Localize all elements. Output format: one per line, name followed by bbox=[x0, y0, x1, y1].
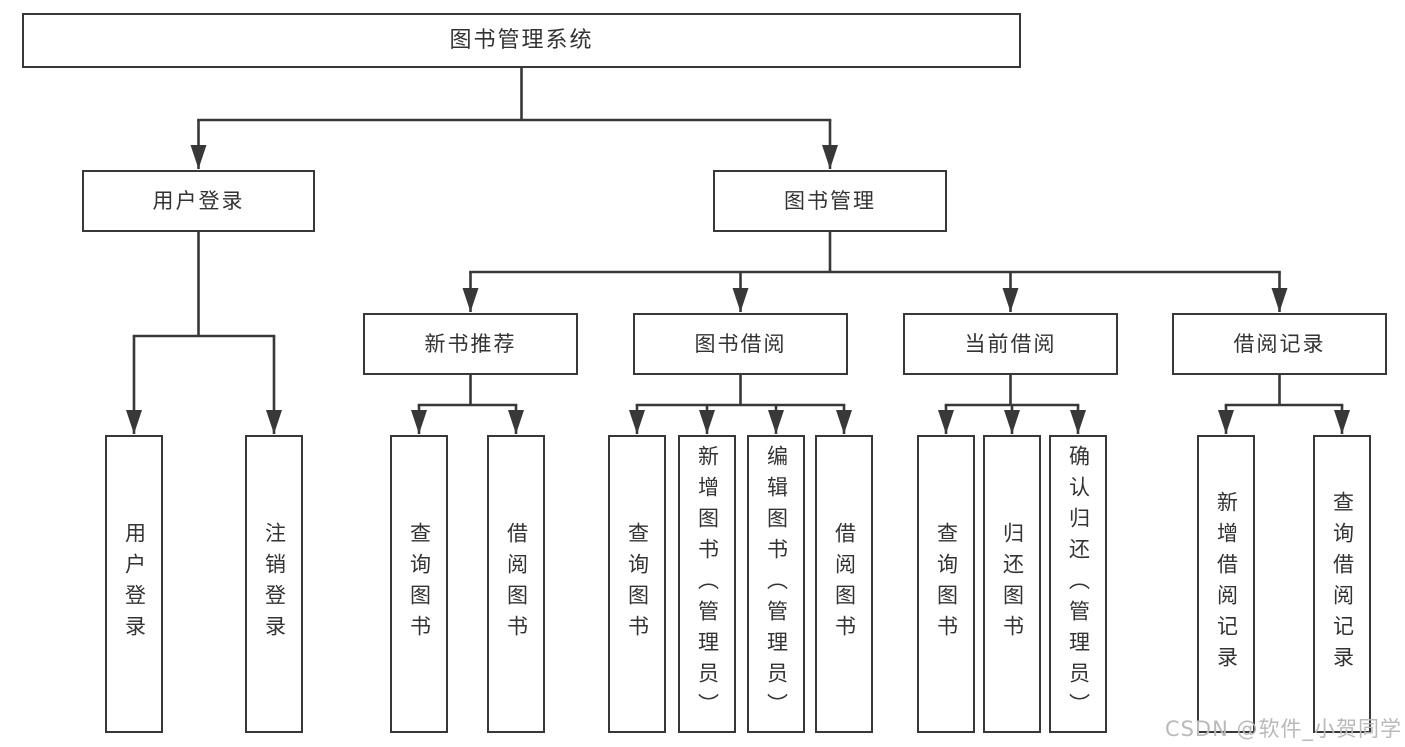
connector-borrowing-records-to-leaves bbox=[1218, 375, 1350, 434]
leaf-query-books: 查询图书 bbox=[390, 435, 448, 733]
node-library-system: 图书管理系统 bbox=[22, 13, 1021, 68]
connector-book-borrowing-to-leaves bbox=[629, 375, 852, 434]
node-book-borrowing: 图书借阅 bbox=[633, 313, 848, 375]
leaf-query-borrow-record: 查询借阅记录 bbox=[1313, 435, 1371, 733]
leaf-add-borrow-record: 新增借阅记录 bbox=[1197, 435, 1255, 733]
leaf-borrow-books: 借阅图书 bbox=[815, 435, 873, 733]
connector-current-borrowing-to-leaves bbox=[938, 375, 1086, 434]
leaf-query-books: 查询图书 bbox=[917, 435, 975, 733]
leaf-return-books: 归还图书 bbox=[983, 435, 1041, 733]
leaf-edit-books-admin: 编辑图书（管理员） bbox=[747, 435, 805, 733]
csdn-watermark: CSDN @软件_小贺同学 bbox=[1164, 717, 1402, 741]
leaf-logout: 注销登录 bbox=[245, 435, 303, 733]
leaf-query-books: 查询图书 bbox=[608, 435, 666, 733]
connector-new-book-recommend-to-leaves bbox=[411, 375, 524, 434]
leaf-user-login: 用户登录 bbox=[105, 435, 163, 733]
node-new-book-recommend: 新书推荐 bbox=[363, 313, 578, 375]
leaf-borrow-books: 借阅图书 bbox=[487, 435, 545, 733]
leaf-confirm-return-admin: 确认归还（管理员） bbox=[1049, 435, 1107, 733]
node-current-borrowing: 当前借阅 bbox=[903, 313, 1118, 375]
node-book-management: 图书管理 bbox=[713, 170, 947, 232]
node-borrowing-records: 借阅记录 bbox=[1172, 313, 1387, 375]
leaf-add-books-admin: 新增图书（管理员） bbox=[678, 435, 736, 733]
connector-book-management-to-level2 bbox=[462, 232, 1288, 312]
connector-root-to-level1 bbox=[190, 68, 838, 169]
node-user-login: 用户登录 bbox=[82, 170, 315, 232]
connector-user-login-to-leaves bbox=[126, 232, 282, 434]
